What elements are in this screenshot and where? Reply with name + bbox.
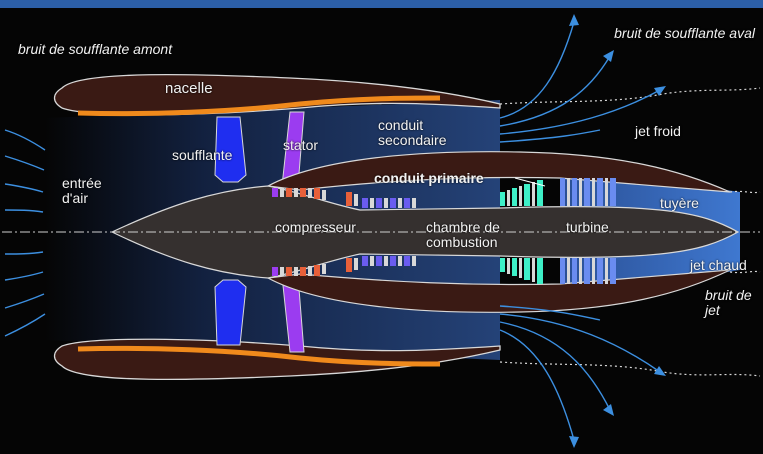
stator-label: stator [283,137,319,153]
downstream-noise-arrows [499,21,661,441]
nacelle-label: nacelle [165,80,213,97]
fan-noise-upstream-label: bruit de soufflante amont [18,41,173,57]
cold-jet-label: jet froid [635,123,681,139]
primary-duct-leader [514,177,546,187]
cold-jet-boundary-bottom [499,361,761,377]
compressor-stages-upper [272,188,416,208]
top-border [0,0,763,8]
turbine-stages-lower [500,258,616,284]
nozzle-label: tuyère [660,195,699,211]
arrow-heads [569,14,666,448]
air-inlet-label: entrée d'air [62,175,102,206]
upstream-noise-arrows [4,129,46,337]
nacelle-lower [53,338,501,381]
fan-noise-downstream-label: bruit de soufflante aval [614,25,755,41]
stator-vanes [281,111,305,353]
fan-label: soufflante [172,147,233,163]
bypass-duct-label: conduit secondaire [378,117,447,148]
combustion-chamber-label: chambre de combustion [426,219,500,250]
jet-noise-label: bruit de jet [705,287,752,318]
primary-duct-label: conduit primaire [374,170,484,186]
turbine-label: turbine [566,219,609,235]
fan-blades [214,116,247,346]
compressor-stages-lower [272,256,416,276]
turbine-stages-upper [500,178,616,206]
cold-jet-boundary-top [499,87,761,105]
nacelle-upper [53,73,501,117]
compressor-label: compresseur [275,219,356,235]
hot-jet-label: jet chaud [690,257,747,273]
